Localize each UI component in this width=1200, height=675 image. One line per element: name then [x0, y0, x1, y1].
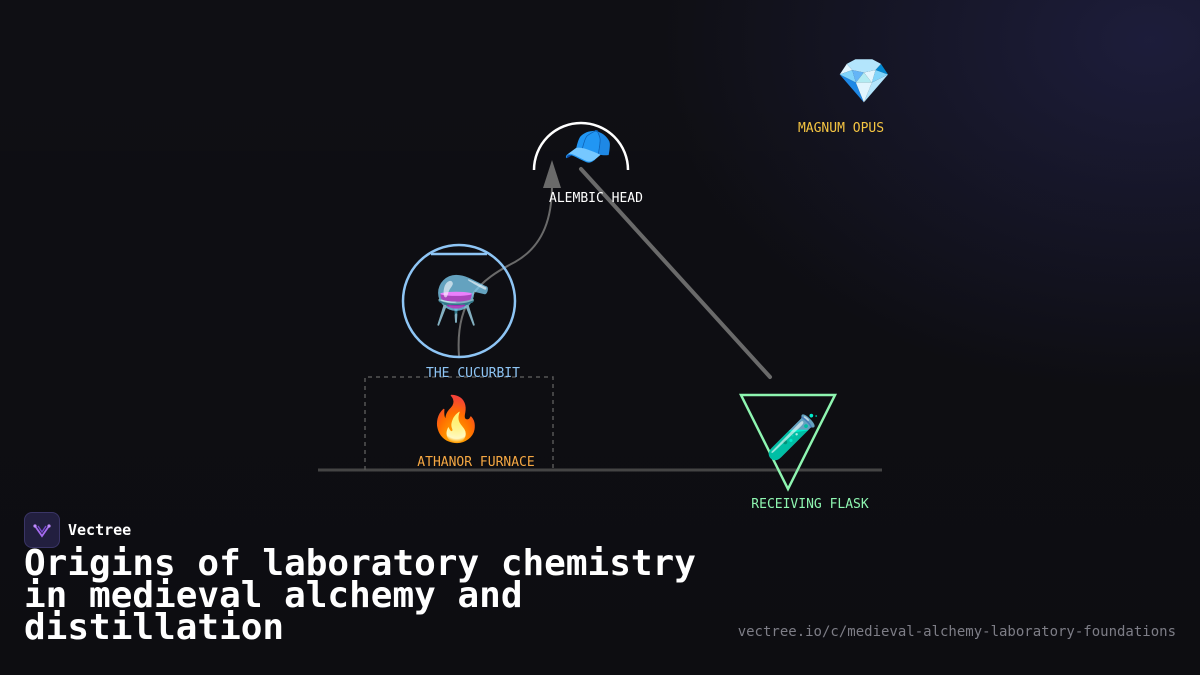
brand-name: Vectree [68, 521, 132, 539]
test-tube-icon: 🧪 [766, 412, 821, 463]
edge-cucurbit-to-alembic [457, 184, 553, 357]
alembic-flask-icon: ⚗️ [434, 273, 491, 327]
furnace-label: ATHANOR FURNACE [417, 455, 534, 470]
magnum-opus-label: MAGNUM OPUS [798, 121, 884, 136]
page-url[interactable]: vectree.io/c/medieval-alchemy-laboratory… [737, 624, 1176, 640]
furnace-box [364, 376, 554, 470]
cucurbit-label: THE CUCURBIT [426, 366, 520, 381]
gem-icon: 💎 [837, 56, 892, 107]
receiving-flask-label: RECEIVING FLASK [751, 497, 869, 512]
alembic-head-label: ALEMBIC HEAD [549, 191, 643, 206]
edge-arrowhead [543, 160, 561, 188]
cap-icon: 🧢 [563, 124, 613, 170]
alembic-head-dome [532, 121, 630, 171]
edge-alembic-to-flask [579, 167, 772, 379]
cucurbit-circle [401, 243, 517, 359]
receiving-flask-triangle [738, 393, 838, 492]
brand: Vectree [24, 512, 131, 548]
page-title: Origins of laboratory chemistry in medie… [24, 543, 696, 648]
vectree-logo-icon [24, 512, 60, 548]
fire-icon: 🔥 [429, 394, 484, 445]
